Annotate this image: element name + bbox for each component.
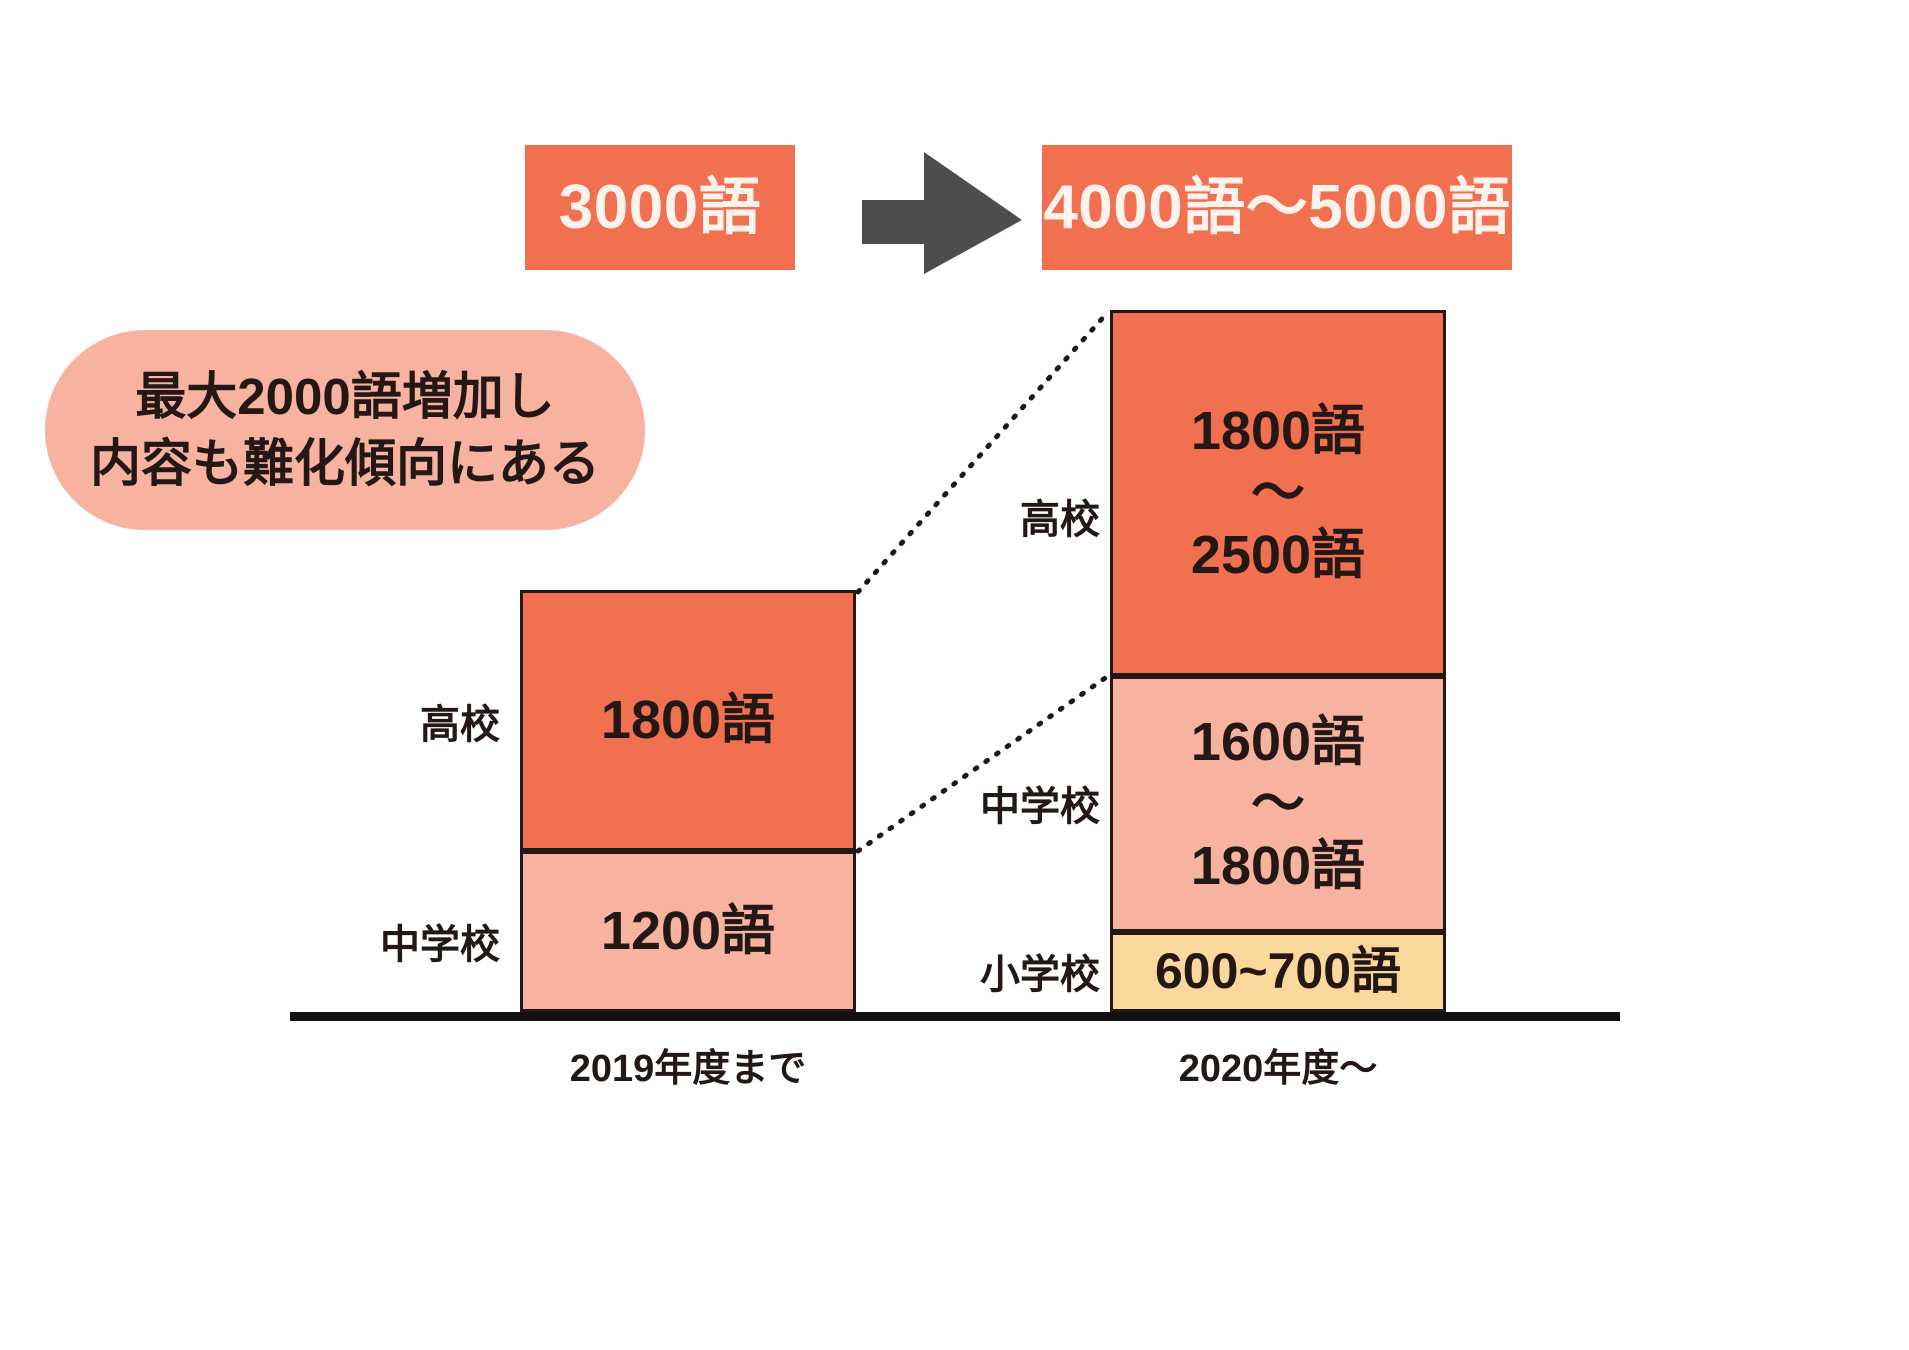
bar-segment-left-high-school: 1800語 (520, 590, 856, 851)
callout-line-2: 内容も難化傾向にある (89, 435, 600, 492)
bar-value-left-high-school: 1800語 (600, 690, 776, 751)
bar-segment-right-elementary: 600~700語 (1110, 932, 1446, 1012)
bar-value-right-high-school-max: 2500語 (1190, 525, 1366, 586)
bar-value-left-junior-high: 1200語 (600, 901, 776, 962)
category-label-left-junior-high: 中学校 (380, 923, 500, 967)
axis-baseline (290, 1012, 1620, 1021)
bar-value-right-junior-high-max: 1800語 (1190, 836, 1366, 897)
bar-segment-right-high-school: 1800語 〜 2500語 (1110, 310, 1446, 676)
category-label-right-high-school: 高校 (1020, 498, 1100, 542)
category-label-right-elementary: 小学校 (980, 953, 1100, 997)
callout-line-1: 最大2000語増加し (135, 367, 555, 425)
category-label-left-high-school: 高校 (420, 703, 500, 747)
bar-segment-left-junior-high: 1200語 (520, 851, 856, 1012)
total-after-badge: 4000語〜5000語 (1042, 145, 1512, 270)
bar-value-right-junior-high-tilde: 〜 (1251, 773, 1305, 834)
total-before-badge: 3000語 (525, 145, 795, 270)
axis-label-left: 2019年度まで (569, 1048, 807, 1090)
bar-value-right-junior-high-min: 1600語 (1190, 711, 1366, 772)
right-arrow-icon (862, 152, 1022, 274)
bar-value-right-high-school-tilde: 〜 (1251, 462, 1305, 523)
bar-value-right-high-school-min: 1800語 (1190, 400, 1366, 461)
bar-value-right-elementary: 600~700語 (1154, 943, 1402, 1000)
axis-label-right: 2020年度〜 (1178, 1048, 1378, 1090)
callout-bubble: 最大2000語増加し 内容も難化傾向にある (45, 330, 645, 530)
bar-segment-right-junior-high: 1600語 〜 1800語 (1110, 676, 1446, 932)
category-label-right-junior-high: 中学校 (980, 785, 1100, 829)
